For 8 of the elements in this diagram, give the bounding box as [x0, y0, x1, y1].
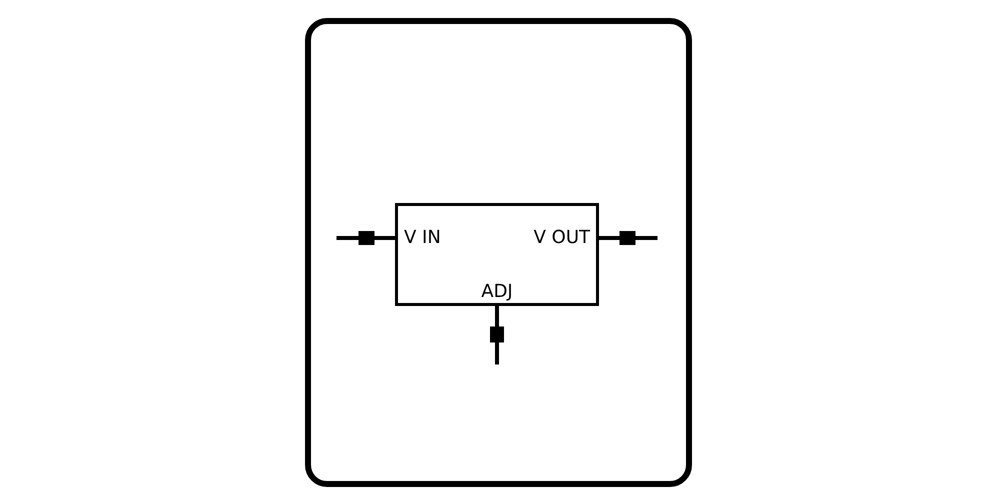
pin-lead	[597, 231, 660, 246]
pin-lead	[490, 304, 504, 366]
device-frame	[305, 18, 692, 487]
pin-label: V IN	[404, 227, 441, 249]
pin-label: V OUT	[534, 227, 590, 249]
pin-lead	[334, 231, 396, 246]
pin-label: ADJ	[481, 281, 513, 303]
regulator-block	[395, 203, 599, 306]
